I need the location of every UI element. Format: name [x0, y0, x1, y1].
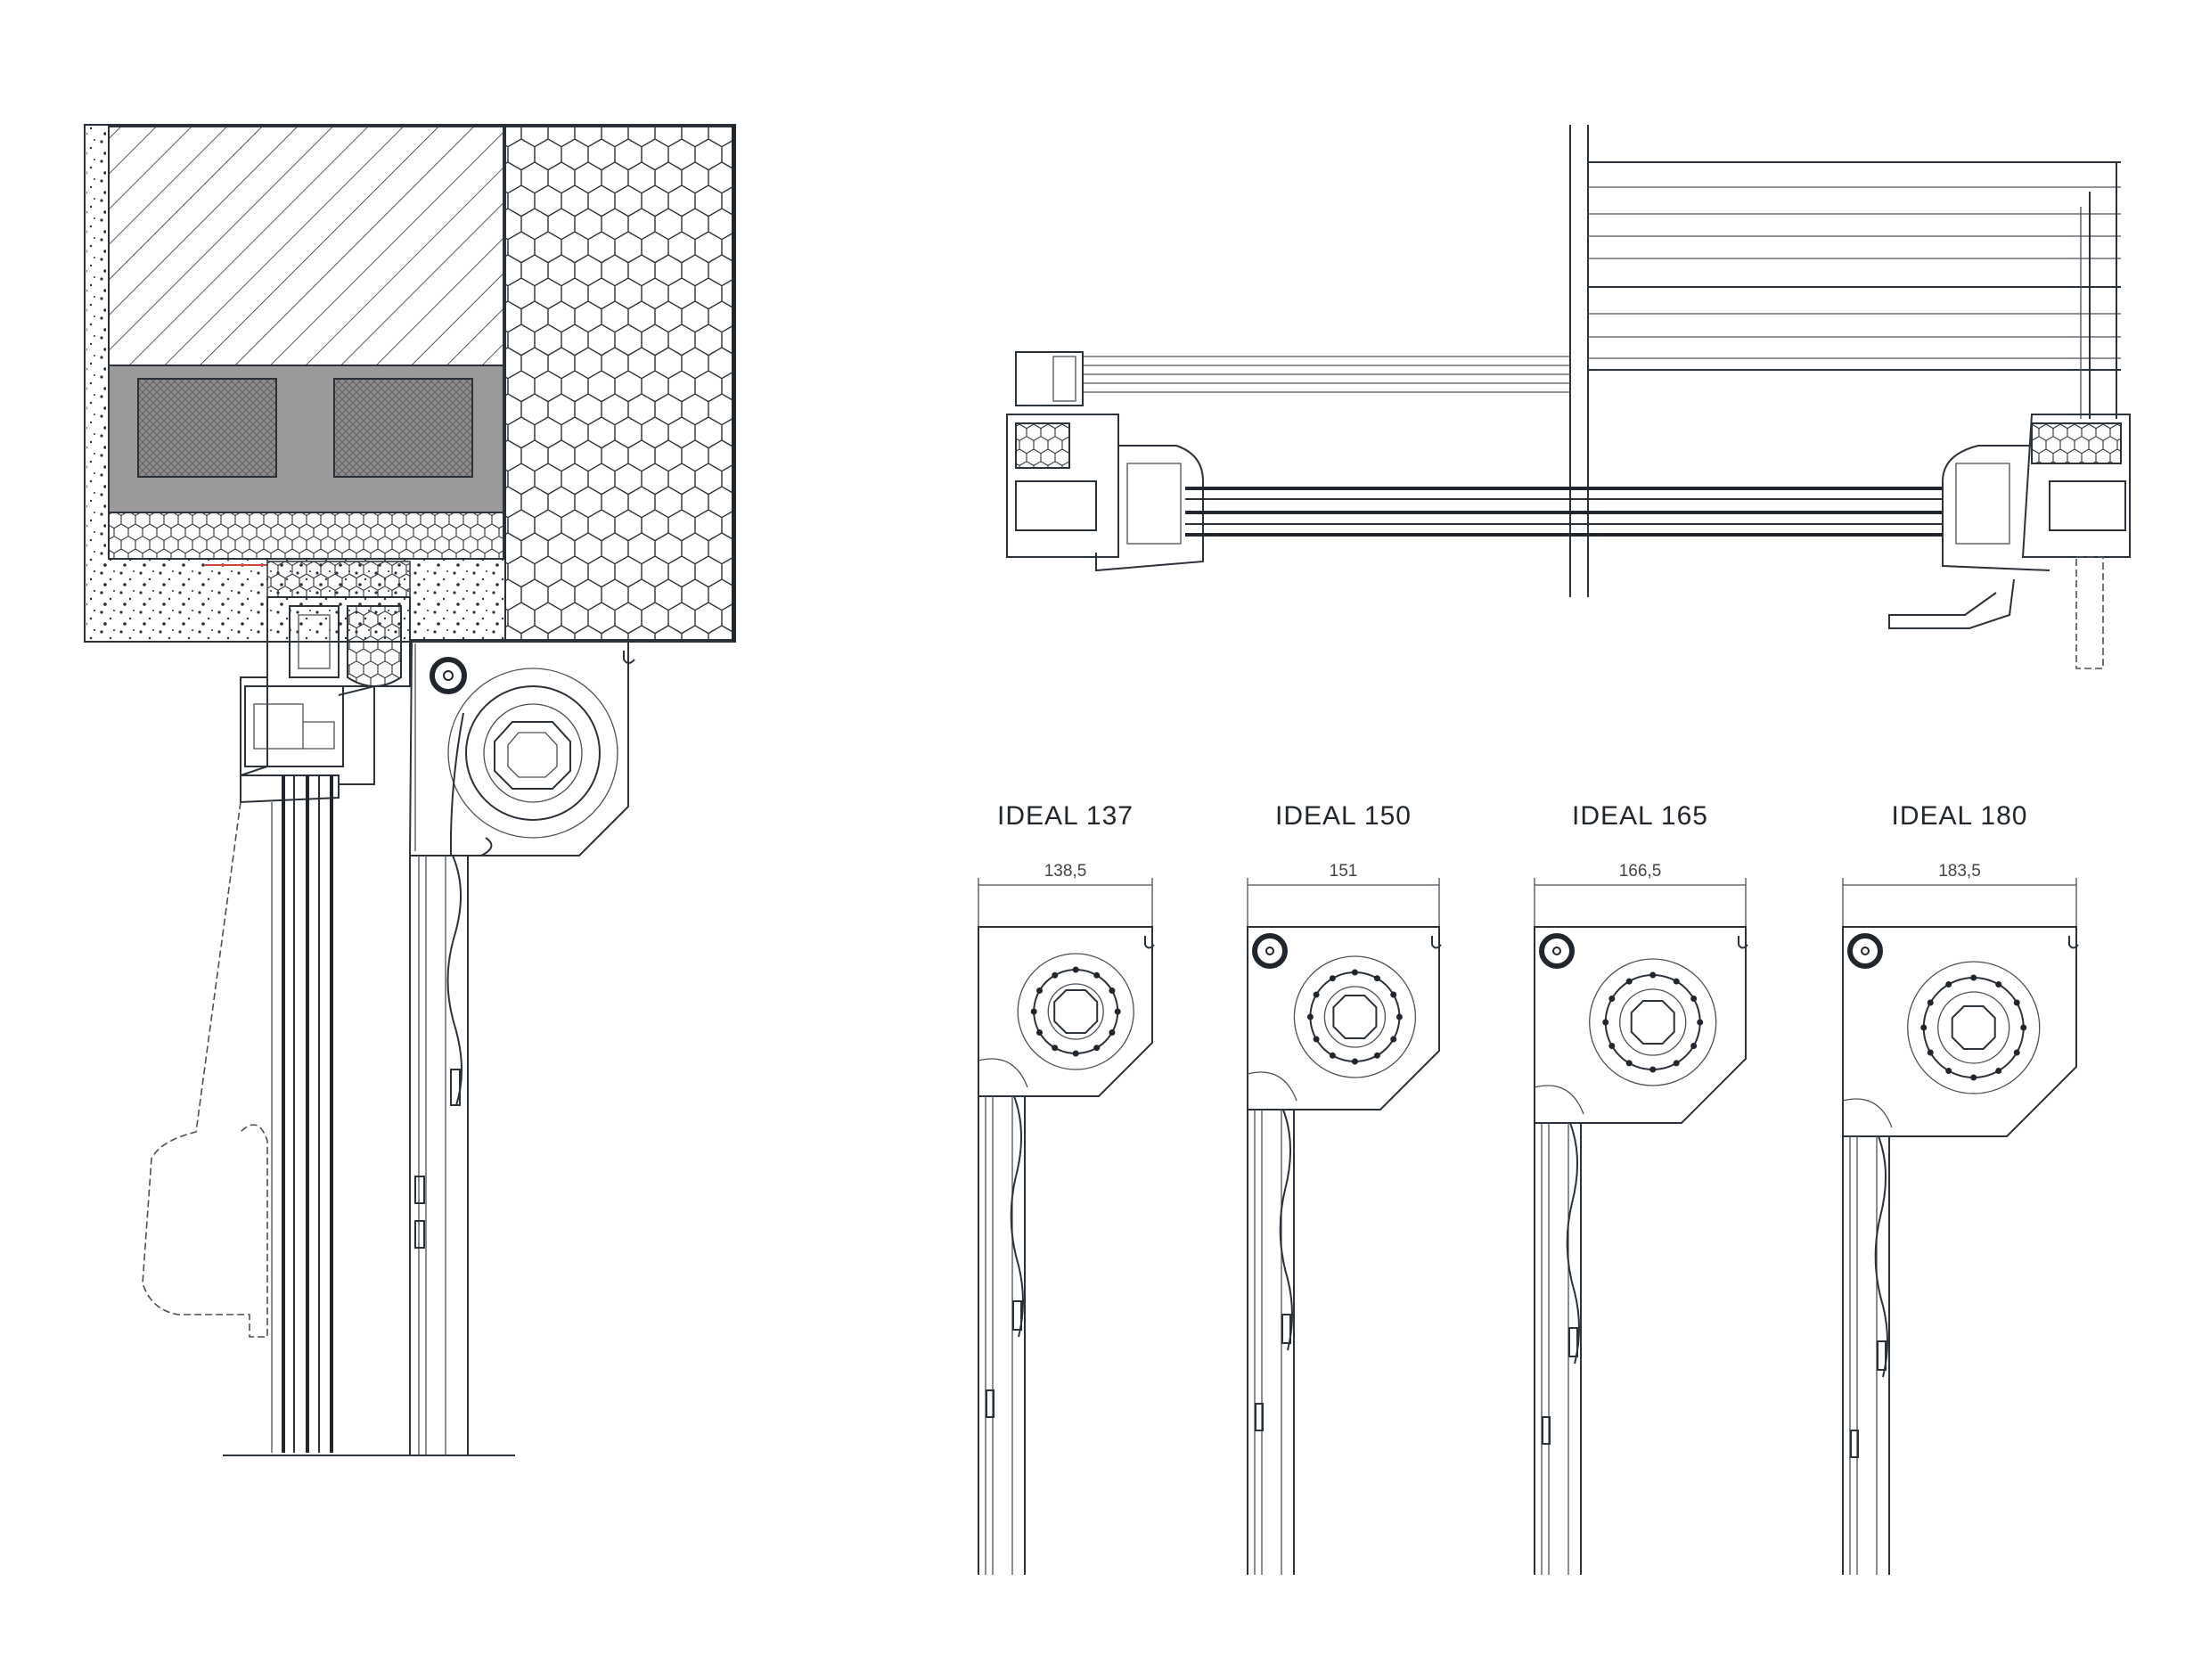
shutter-roll — [1293, 955, 1417, 1078]
model-2: IDEAL 150 151 — [1247, 801, 1442, 1575]
model-3: IDEAL 165 166,5 — [1534, 801, 1748, 1575]
model-4: IDEAL 180 183,5 — [1842, 801, 2079, 1575]
window-handle-plan — [1888, 578, 2015, 629]
dimension-value: 138,5 — [1044, 862, 1087, 881]
left-section-view — [84, 124, 736, 1456]
axle-ring-icon — [1847, 933, 1883, 969]
box-housing — [1534, 926, 1747, 1124]
axle-ring — [430, 657, 467, 694]
octagonal-shaft — [1332, 995, 1378, 1039]
plaster-layer — [86, 127, 106, 640]
guide-rails — [409, 855, 469, 1455]
roller-shutter-box — [408, 639, 635, 856]
model-variants: IDEAL 137 138,5 IDEAL 150 151 IDEAL 165 166,5… — [978, 801, 2079, 1575]
concrete-lintel — [108, 126, 504, 366]
dimension-value: 166,5 — [1619, 862, 1662, 881]
plan-section-view — [1006, 125, 2131, 669]
window-frame-profile — [240, 596, 411, 804]
box-housing — [1247, 926, 1440, 1110]
model-title: IDEAL 180 — [1892, 801, 2028, 831]
octagonal-shaft — [1630, 1000, 1675, 1045]
shutter-roll — [1017, 953, 1134, 1070]
octagonal-shaft — [1951, 1005, 1996, 1050]
glazing-vertical — [271, 775, 333, 1453]
dimension-value: 183,5 — [1938, 862, 1981, 881]
glazing-horizontal — [1185, 487, 1943, 537]
axle-ring-icon — [1539, 933, 1575, 969]
dimension-value: 151 — [1330, 862, 1358, 881]
frame-profile-left — [1006, 414, 1204, 572]
model-title: IDEAL 137 — [997, 801, 1134, 831]
shutter-roll — [1589, 958, 1717, 1086]
axle-ring-icon — [1252, 933, 1288, 969]
octagonal-shaft — [1053, 989, 1099, 1034]
frame-profile-right — [1888, 414, 2131, 669]
window-handle-outline — [142, 801, 268, 1338]
shutter-roll — [1907, 961, 2041, 1094]
model-title: IDEAL 165 — [1572, 801, 1708, 831]
insulation-block — [504, 126, 734, 641]
model-title: IDEAL 150 — [1275, 801, 1412, 831]
box-housing — [1842, 926, 2077, 1137]
box-housing — [978, 926, 1153, 1097]
model-1: IDEAL 137 138,5 — [978, 801, 1155, 1575]
